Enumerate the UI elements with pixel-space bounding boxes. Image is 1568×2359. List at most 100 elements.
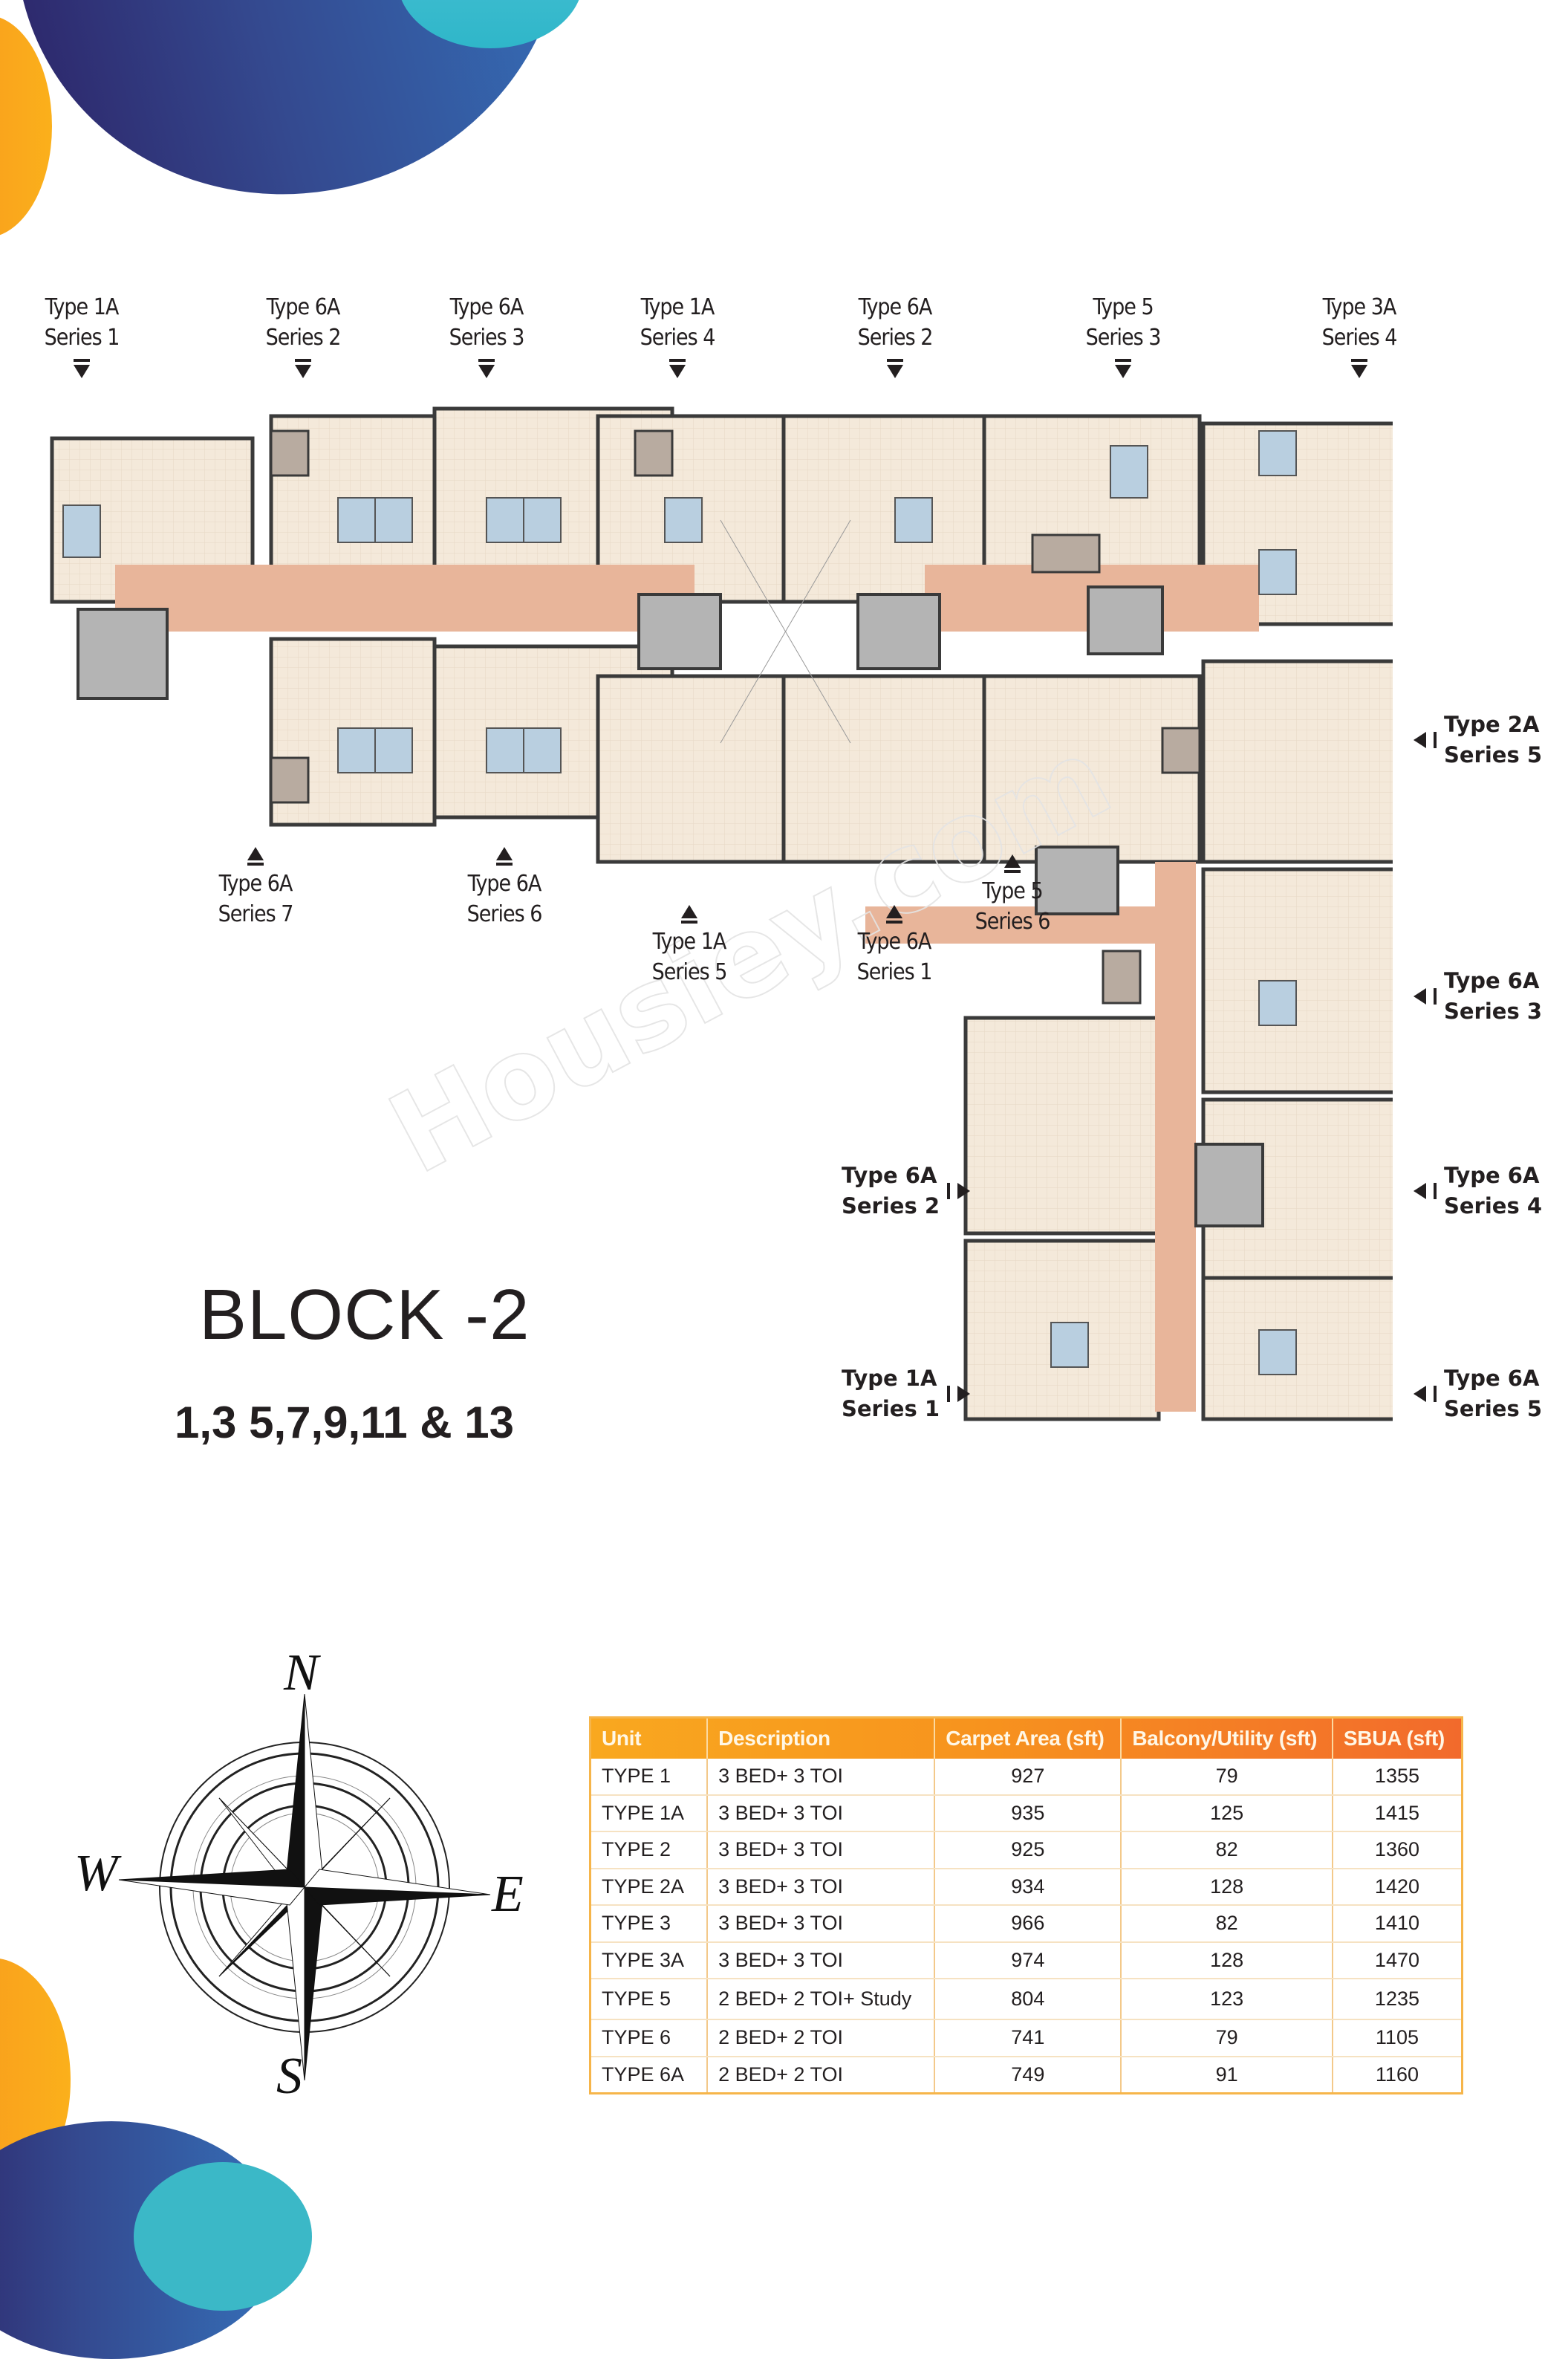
cell-carpet-area: 741 <box>934 2019 1122 2057</box>
unit-type: Type 1A <box>842 1366 937 1391</box>
arrow-up-icon <box>968 854 1057 873</box>
cell-sbua: 1470 <box>1332 1941 1463 1979</box>
cell-description: 2 BED+ 2 TOI+ Study <box>707 1979 936 2020</box>
cell-carpet-area: 927 <box>934 1759 1122 1796</box>
block-title: BLOCK -2 <box>199 1275 530 1354</box>
unit-series: Series 1 <box>842 1396 940 1421</box>
table-row: TYPE 6A 2 BED+ 2 TOI 749 91 1160 <box>590 2056 1463 2094</box>
col-header-carpet-area: Carpet Area (sft) <box>934 1717 1122 1759</box>
table-row: TYPE 1 3 BED+ 3 TOI 927 79 1355 <box>590 1759 1463 1796</box>
arrow-right-icon <box>957 1386 971 1402</box>
cell-carpet-area: 935 <box>934 1794 1122 1832</box>
decorative-cyan-blob-bottom <box>134 2162 312 2311</box>
unit-series: Series 3 <box>1085 325 1162 351</box>
compass-north-label: N <box>284 1644 319 1701</box>
unit-type: Type 6A <box>467 871 542 897</box>
cell-description: 3 BED+ 3 TOI <box>707 1794 936 1832</box>
table-row: TYPE 1A 3 BED+ 3 TOI 935 125 1415 <box>590 1794 1463 1832</box>
unit-type: Type 1A <box>45 294 120 320</box>
arrow-left-icon <box>1414 988 1426 1005</box>
unit-type: Type 6A <box>842 1163 937 1188</box>
unit-type: Type 1A <box>640 294 715 320</box>
unit-series: Series 3 <box>1444 999 1543 1024</box>
cell-unit: TYPE 2 <box>590 1831 709 1869</box>
cell-sbua: 1410 <box>1332 1905 1463 1943</box>
unit-label-top: Type 6A Series 3 <box>442 292 531 378</box>
table-row: TYPE 5 2 BED+ 2 TOI+ Study 804 123 1235 <box>590 1979 1463 2020</box>
compass-west-label: W <box>74 1845 118 1902</box>
cell-balcony: 125 <box>1121 1794 1333 1832</box>
compass-south-label: S <box>276 2048 302 2105</box>
unit-label-bottom: Type 6A Series 1 <box>850 905 939 987</box>
arrow-down-icon <box>1351 359 1367 362</box>
unit-type: Type 2A <box>1444 712 1540 737</box>
arrow-down-icon <box>478 359 495 362</box>
cell-description: 2 BED+ 2 TOI <box>707 2019 936 2057</box>
cell-sbua: 1235 <box>1332 1979 1463 2020</box>
arrow-right-icon <box>957 1183 971 1199</box>
compass-east-label: E <box>492 1866 524 1923</box>
unit-series: Series 4 <box>1444 1193 1543 1219</box>
unit-label-bottom: Type 6A Series 6 <box>460 847 549 929</box>
unit-series: Series 4 <box>1321 325 1398 351</box>
cell-carpet-area: 966 <box>934 1905 1122 1943</box>
arrow-left-icon <box>1414 1386 1426 1402</box>
unit-series: Series 3 <box>449 325 525 351</box>
cell-description: 3 BED+ 3 TOI <box>707 1868 936 1906</box>
unit-label-right: Type 6A Series 4 <box>1414 1161 1542 1221</box>
unit-type: Type 6A <box>1444 1163 1540 1188</box>
cell-unit: TYPE 3 <box>590 1905 709 1943</box>
cell-description: 3 BED+ 3 TOI <box>707 1831 936 1869</box>
unit-label-bottom: Type 6A Series 7 <box>211 847 300 929</box>
unit-area-table: Unit Description Carpet Area (sft) Balco… <box>589 1716 1463 2094</box>
block-floors: 1,3 5,7,9,11 & 13 <box>175 1398 515 1447</box>
unit-label-inner: Type 1A Series 1 <box>842 1363 971 1424</box>
arrow-down-icon <box>295 359 311 362</box>
cell-unit: TYPE 1A <box>590 1794 709 1832</box>
arrow-down-icon <box>74 359 90 362</box>
cell-carpet-area: 749 <box>934 2056 1122 2094</box>
cell-carpet-area: 804 <box>934 1979 1122 2020</box>
unit-label-top: Type 5 Series 3 <box>1079 292 1168 378</box>
cell-balcony: 128 <box>1121 1868 1333 1906</box>
cell-unit: TYPE 6 <box>590 2019 709 2057</box>
unit-series: Series 7 <box>218 901 294 927</box>
arrow-down-icon <box>669 359 686 362</box>
unit-series: Series 5 <box>651 959 728 985</box>
cell-balcony: 82 <box>1121 1905 1333 1943</box>
unit-label-bottom: Type 5 Series 6 <box>968 854 1057 937</box>
cell-unit: TYPE 5 <box>590 1979 709 2020</box>
unit-series: Series 6 <box>975 909 1051 935</box>
unit-type: Type 5 <box>1093 294 1154 320</box>
cell-balcony: 82 <box>1121 1831 1333 1869</box>
cell-sbua: 1160 <box>1332 2056 1463 2094</box>
table-row: TYPE 3 3 BED+ 3 TOI 966 82 1410 <box>590 1905 1463 1943</box>
cell-sbua: 1105 <box>1332 2019 1463 2057</box>
cell-carpet-area: 925 <box>934 1831 1122 1869</box>
cell-carpet-area: 974 <box>934 1941 1122 1979</box>
arrow-up-icon <box>645 905 734 924</box>
arrow-up-icon <box>850 905 939 924</box>
unit-type: Type 6A <box>266 294 341 320</box>
unit-type: Type 6A <box>218 871 293 897</box>
unit-type: Type 6A <box>1444 1366 1540 1391</box>
cell-unit: TYPE 1 <box>590 1759 709 1796</box>
col-header-sbua: SBUA (sft) <box>1343 1727 1445 1750</box>
cell-balcony: 123 <box>1121 1979 1333 2020</box>
cell-balcony: 128 <box>1121 1941 1333 1979</box>
unit-type: Type 1A <box>652 929 727 955</box>
cell-sbua: 1360 <box>1332 1831 1463 1869</box>
unit-label-top: Type 1A Series 1 <box>37 292 126 378</box>
unit-label-top: Type 6A Series 2 <box>850 292 940 378</box>
table-row: TYPE 6 2 BED+ 2 TOI 741 79 1105 <box>590 2019 1463 2057</box>
table-row: TYPE 2 3 BED+ 3 TOI 925 82 1360 <box>590 1831 1463 1869</box>
table-row: TYPE 2A 3 BED+ 3 TOI 934 128 1420 <box>590 1868 1463 1906</box>
unit-type: Type 6A <box>857 929 932 955</box>
table-header-row: Unit Description Carpet Area (sft) Balco… <box>590 1717 1463 1759</box>
arrow-left-icon <box>1414 1183 1426 1199</box>
unit-series: Series 1 <box>44 325 120 351</box>
unit-series: Series 2 <box>265 325 342 351</box>
